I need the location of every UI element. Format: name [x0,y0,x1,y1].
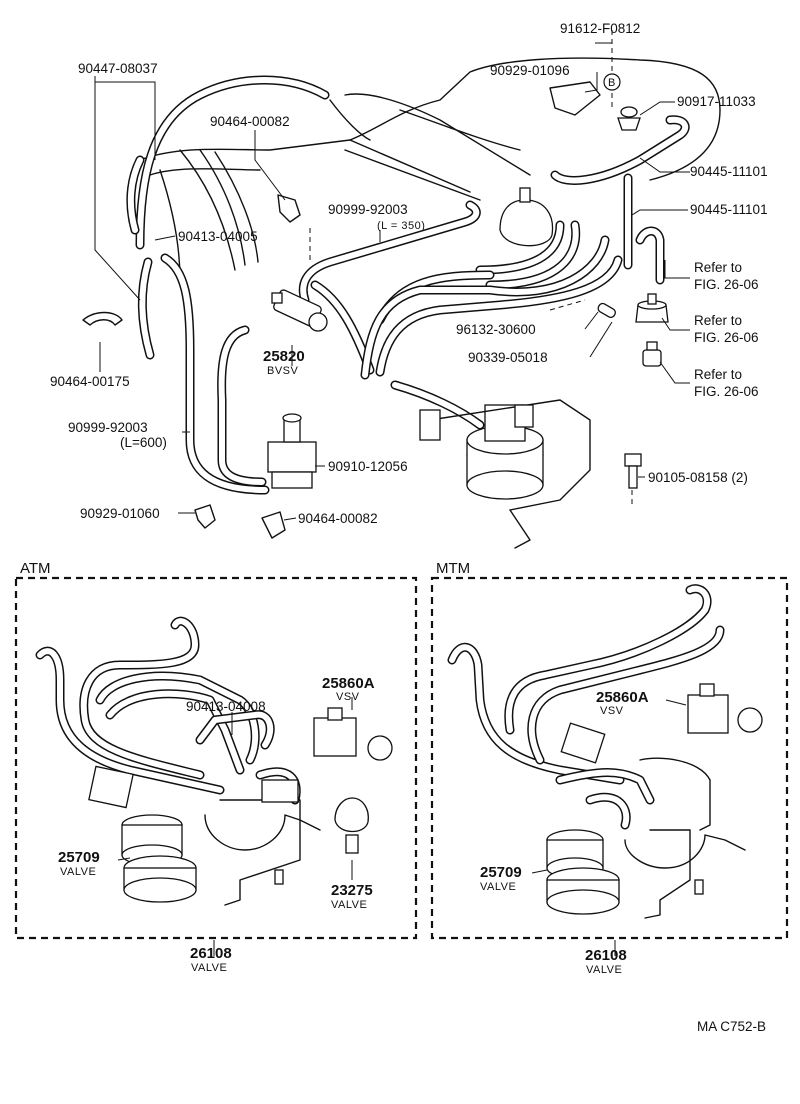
label-refer-3b: FIG. 26-06 [694,384,759,399]
label-refer-1b: FIG. 26-06 [694,277,759,292]
label-90445-11101-b: 90445-11101 [690,202,768,217]
label-90339-05018: 90339-05018 [468,350,548,365]
label-refer-2b: FIG. 26-06 [694,330,759,345]
engine-outline [139,57,721,281]
label-atm-25709-valve: VALVE [60,866,96,878]
label-mtm-26108: 26108 [585,947,627,964]
label-atm-23275-valve: VALVE [331,899,367,911]
label-90464-00175: 90464-00175 [50,374,130,389]
label-90999-top-length: (L = 350) [377,220,425,232]
label-refer-1a: Refer to [694,260,742,275]
label-90917-11033: 90917-11033 [677,94,756,109]
leader-lines-upper [94,42,690,521]
atm-title: ATM [20,560,51,577]
clip-90929-left [194,504,216,529]
label-atm-26108: 26108 [190,945,232,962]
label-atm-25860a: 25860A [322,675,375,692]
label-91612-f0812: 91612-F0812 [560,21,640,36]
mtm-title: MTM [436,560,470,577]
refer-part-1 [635,293,669,323]
label-90105-08158: 90105-08158 (2) [648,470,748,485]
bvsv-25820 [271,289,328,332]
label-atm-25860a-vsv: VSV [336,691,360,703]
label-90464-00082-bottom: 90464-00082 [298,511,378,526]
plug-90339 [597,302,616,319]
label-mtm-25860a-vsv: VSV [600,705,624,717]
label-atm-90413-04008: 90413-04008 [186,699,266,714]
filter-90917 [617,106,641,131]
label-90999-left-length: (L=600) [120,435,167,450]
label-90999-92003-left: 90999-92003 [68,420,148,435]
label-atm-23275: 23275 [331,882,373,899]
label-90999-92003-top: 90999-92003 [328,202,408,217]
label-refer-2a: Refer to [694,313,742,328]
clamp-90464-top [277,194,301,223]
vacuum-valve-main [419,399,591,549]
clamp-90464-left [82,311,123,326]
hose-group-upper [126,75,690,495]
label-90929-01096: 90929-01096 [490,63,570,78]
mtm-section [430,576,789,956]
bolt-90105 [624,453,642,489]
label-96132-30600: 96132-30600 [456,322,536,337]
figure-code: MA C752-B [697,1019,766,1034]
label-circle-b: B [608,77,616,89]
label-mtm-25860a: 25860A [596,689,649,706]
label-group: 91612-F0812 90929-01096 B 90917-11033 90… [20,21,768,1034]
diaphragm-valve-top [499,187,554,247]
clamp-90464-bottom [261,511,286,539]
label-25820: 25820 [263,348,305,365]
vsv-90910 [267,413,317,489]
label-90910-12056: 90910-12056 [328,459,408,474]
refer-part-2 [642,341,662,367]
bracket-90929-top [549,81,601,116]
label-90929-01060: 90929-01060 [80,506,160,521]
atm-section [14,576,418,956]
label-90445-11101-a: 90445-11101 [690,164,768,179]
label-refer-3a: Refer to [694,367,742,382]
label-90447-08037: 90447-08037 [78,61,158,76]
circle-b-marker [603,73,621,91]
label-atm-26108-valve: VALVE [191,962,227,974]
label-atm-25709: 25709 [58,849,100,866]
label-90464-00082-top: 90464-00082 [210,114,290,129]
label-25820-bvsv: BVSV [267,365,299,377]
label-mtm-26108-valve: VALVE [586,964,622,976]
label-mtm-25709: 25709 [480,864,522,881]
label-mtm-25709-valve: VALVE [480,881,516,893]
label-90413-04005: 90413-04005 [178,229,258,244]
